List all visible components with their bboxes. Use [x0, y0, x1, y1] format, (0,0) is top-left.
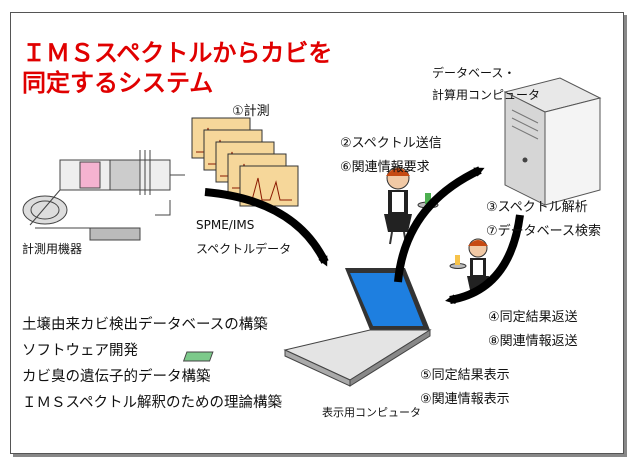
database-computer-label-1: データベース・	[432, 66, 516, 80]
goal-item: カビ臭の遺伝子的データ構築	[22, 369, 211, 385]
step-8-label: ⑧関連情報返送	[488, 334, 578, 349]
laptop-icon	[182, 268, 432, 387]
step-3-label: ③スペクトル解析	[486, 200, 588, 215]
step-5-label: ⑤同定結果表示	[420, 368, 510, 383]
step-6-label: ⑥関連情報要求	[340, 160, 430, 175]
spectrum-data-label-2: スペクトルデータ	[196, 242, 292, 256]
step-4-label: ④同定結果返送	[488, 310, 578, 325]
goal-item: ソフトウェア開発	[22, 343, 138, 359]
goal-item: 土壌由来カビ検出データベースの構築	[22, 317, 268, 333]
spectrum-chart-icon	[191, 117, 299, 207]
arrow-server-to-laptop	[445, 214, 524, 305]
step-7-label: ⑦データベース検索	[486, 224, 602, 239]
step-2-label: ②スペクトル送信	[340, 136, 442, 151]
database-computer-label-2: 計算用コンピュータ	[432, 88, 541, 102]
waitress-icon	[384, 166, 439, 245]
measurement-device-label: 計測用機器	[22, 242, 83, 256]
diagram-title-line1: ＩＭＳスペクトルからカビを	[22, 39, 333, 67]
ims-device-icon	[22, 150, 185, 241]
step-1-label: ①計測	[232, 104, 270, 119]
diagram-title-line2: 同定するシステム	[22, 69, 214, 97]
arrow-measure-to-laptop	[204, 188, 329, 267]
goals-list: 土壌由来カビ検出データベースの構築 ソフトウェア開発 カビ臭の遺伝子的データ構築…	[22, 312, 282, 416]
spectrum-data-label-1: SPME/IMS	[196, 218, 255, 232]
server-icon	[503, 77, 602, 206]
waitress-icon	[449, 238, 489, 290]
step-9-label: ⑨関連情報表示	[420, 392, 510, 407]
arrow-laptop-to-server	[394, 166, 485, 283]
goal-item: ＩＭＳスペクトル解釈のための理論構築	[22, 395, 282, 411]
display-computer-label: 表示用コンピュータ	[322, 406, 421, 419]
